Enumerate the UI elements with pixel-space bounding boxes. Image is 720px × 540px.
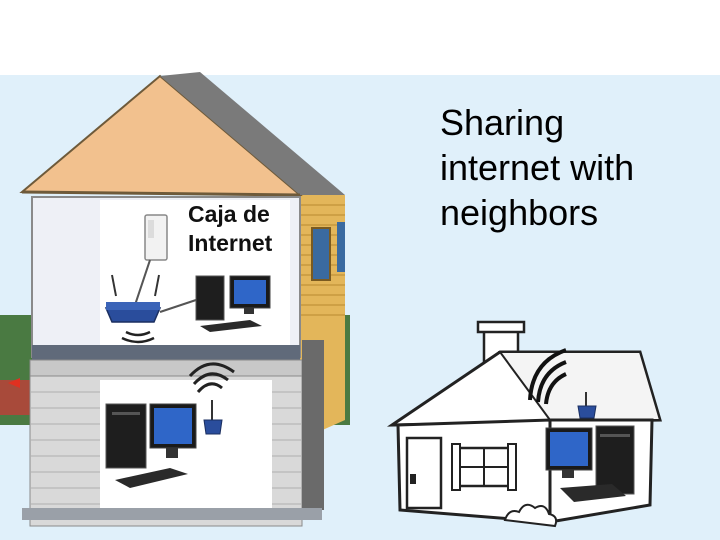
slide-caption: Sharing internet with neighbors	[440, 100, 710, 235]
floor-slab	[32, 345, 300, 360]
router-icon	[104, 274, 162, 323]
wifi-signal-icon	[528, 348, 567, 405]
bush	[503, 503, 558, 528]
modem-icon	[144, 214, 168, 261]
arrow-left-icon	[8, 378, 20, 388]
desktop-computer-icon	[195, 275, 271, 332]
desktop-computer-icon	[545, 425, 635, 502]
side-window-2	[337, 222, 345, 272]
left-house	[19, 72, 345, 527]
box-label: Caja de Internet	[188, 200, 272, 258]
router-icon	[203, 400, 223, 435]
caption-line-3: neighbors	[440, 192, 599, 233]
box-label-line-2: Internet	[188, 230, 273, 256]
box-label-line-1: Caja de	[188, 201, 270, 227]
router-icon	[577, 392, 597, 419]
wifi-signal-icon	[188, 362, 235, 394]
desktop-computer-icon	[105, 403, 197, 488]
door	[405, 436, 443, 510]
caption-line-1: Sharing	[440, 102, 565, 143]
roof-side	[160, 72, 345, 195]
house-base	[22, 508, 322, 520]
caption-line-2: internet with	[440, 147, 635, 188]
wall-side-shadow	[302, 340, 324, 510]
wifi-signal-icon	[121, 330, 155, 344]
side-window-1	[311, 227, 331, 281]
